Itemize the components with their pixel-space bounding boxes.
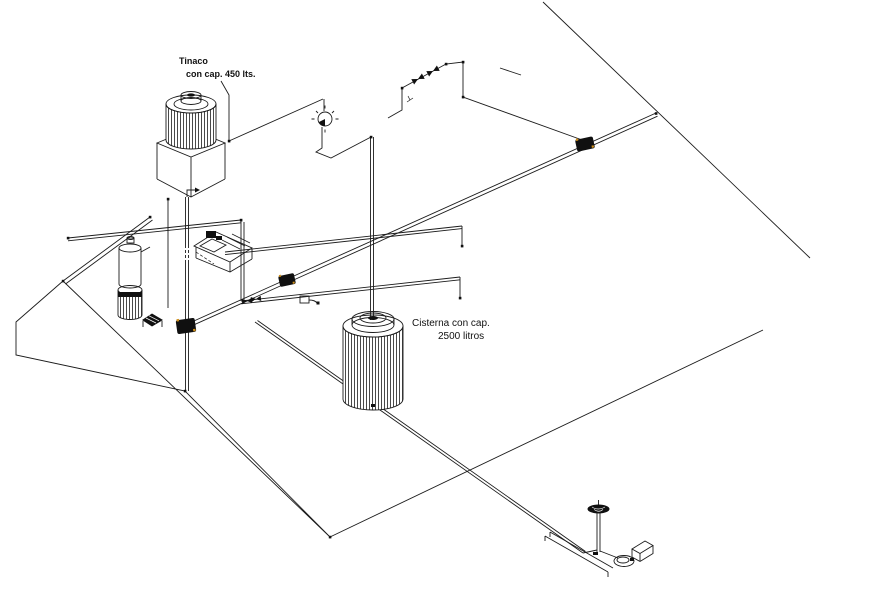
gate-valve-icon — [250, 295, 262, 303]
property-boundary — [499, 1, 811, 259]
toilet — [593, 540, 654, 567]
cisterna-label: Cisterna con cap. 2500 litros — [412, 318, 490, 342]
kitchen-sink — [193, 231, 253, 273]
tinaco-label: Tinaco con cap. 450 lts. — [179, 56, 256, 79]
gate-valve-icon — [426, 65, 440, 77]
pump-icon — [175, 318, 197, 334]
tinaco-riser-pipe — [167, 187, 200, 391]
branch-valves — [241, 295, 320, 305]
faucet-arrow-icon — [195, 187, 200, 193]
laundry-pad — [142, 313, 163, 327]
gate-valve-icon — [241, 297, 253, 305]
tinaco-pedestal — [155, 128, 227, 198]
tinaco-tank — [165, 91, 217, 150]
street-meter-pump-icon — [575, 136, 595, 152]
site-terrace-lines — [15, 216, 764, 538]
tinaco-label-line2: con cap. 450 lts. — [186, 69, 256, 79]
tinaco-feed-line — [220, 80, 372, 159]
pump-icon — [278, 273, 296, 287]
vertex-node-dots — [61, 60, 658, 539]
tinaco-label-line1: Tinaco — [179, 56, 208, 66]
gate-valve-icon — [411, 73, 425, 85]
cisterna-label-line2: 2500 litros — [438, 331, 484, 342]
bathroom-platform — [544, 531, 619, 577]
interior-distribution-pipes — [67, 219, 463, 305]
bathroom-supply-line — [254, 320, 586, 554]
valve-box-icon — [299, 295, 310, 304]
water-heater — [117, 236, 151, 320]
cisterna-label-line1: Cisterna con cap. — [412, 318, 490, 329]
water-meter-icon — [311, 105, 339, 133]
cisterna-tank — [342, 311, 404, 411]
upper-valve-run — [387, 61, 586, 142]
shower — [587, 500, 610, 552]
cistern-riser-pipe — [370, 137, 374, 320]
